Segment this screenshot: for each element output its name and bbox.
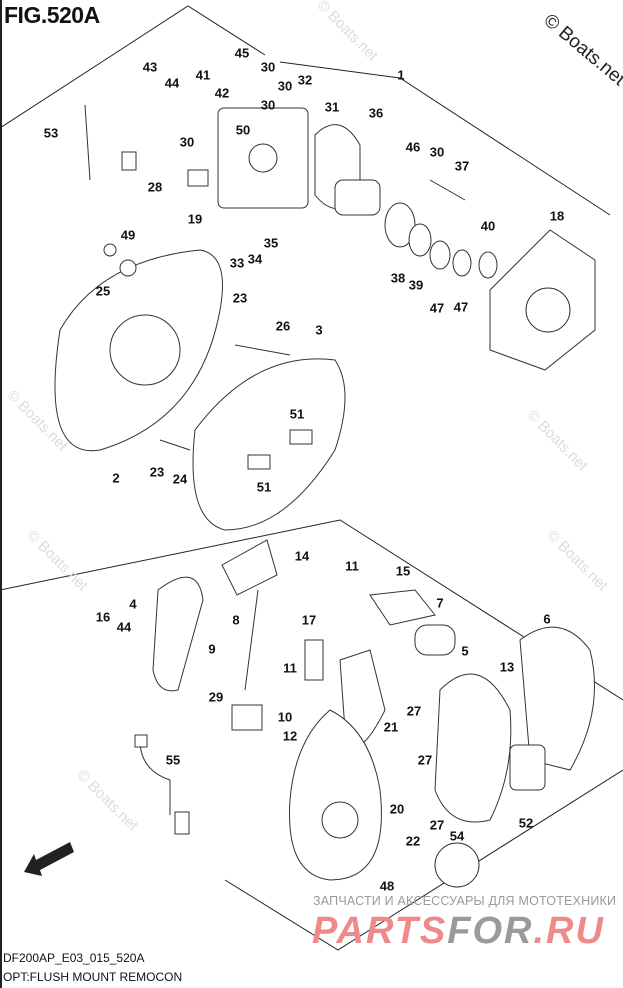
figure-subtitle: OPT:FLUSH MOUNT REMOCON — [3, 970, 183, 984]
frame-lines — [0, 5, 623, 951]
model-code: DF200AP_E03_015_520A — [3, 951, 145, 965]
callout-30: 30 — [179, 134, 195, 150]
callout-40: 40 — [480, 218, 496, 234]
callout-27: 27 — [429, 817, 445, 833]
callout-25: 25 — [95, 283, 111, 299]
callout-30: 30 — [260, 97, 276, 113]
callout-30: 30 — [260, 59, 276, 75]
callout-26: 26 — [275, 318, 291, 334]
callout-47: 47 — [453, 299, 469, 315]
callout-55: 55 — [165, 752, 181, 768]
callout-50: 50 — [235, 122, 251, 138]
callout-27: 27 — [417, 752, 433, 768]
callout-30: 30 — [429, 144, 445, 160]
callout-29: 29 — [208, 689, 224, 705]
callout-46: 46 — [405, 139, 421, 155]
callout-17: 17 — [301, 612, 317, 628]
callout-22: 22 — [405, 833, 421, 849]
callout-49: 49 — [120, 227, 136, 243]
callout-12: 12 — [282, 728, 298, 744]
brand-mid: FOR — [447, 910, 534, 952]
callout-47: 47 — [429, 300, 445, 316]
figure-title: FIG.520A — [4, 2, 100, 28]
callout-52: 52 — [518, 815, 534, 831]
callout-32: 32 — [297, 72, 313, 88]
fwd-arrow: FWD — [22, 838, 76, 876]
callout-27: 27 — [406, 703, 422, 719]
callout-34: 34 — [247, 251, 263, 267]
callout-39: 39 — [408, 277, 424, 293]
callout-14: 14 — [294, 548, 310, 564]
callout-1: 1 — [397, 67, 405, 83]
callout-23: 23 — [232, 290, 248, 306]
callout-19: 19 — [187, 211, 203, 227]
ad-brand-logo: PARTSFOR.RU — [312, 910, 605, 953]
callout-20: 20 — [389, 801, 405, 817]
callout-23: 23 — [149, 464, 165, 480]
callout-37: 37 — [454, 158, 470, 174]
callout-5: 5 — [461, 643, 469, 659]
callout-44: 44 — [116, 619, 132, 635]
fwd-arrow-icon — [24, 842, 74, 876]
brand-right: .RU — [533, 910, 605, 952]
callout-16: 16 — [95, 609, 111, 625]
callout-51: 51 — [289, 406, 305, 422]
callout-38: 38 — [390, 270, 406, 286]
callout-43: 43 — [142, 59, 158, 75]
callout-36: 36 — [368, 105, 384, 121]
callout-54: 54 — [449, 828, 465, 844]
callout-33: 33 — [229, 255, 245, 271]
callout-51: 51 — [256, 479, 272, 495]
callout-35: 35 — [263, 235, 279, 251]
callout-45: 45 — [234, 45, 250, 61]
callout-11: 11 — [345, 558, 359, 574]
callout-15: 15 — [395, 563, 411, 579]
callout-24: 24 — [172, 471, 188, 487]
callout-2: 2 — [112, 470, 120, 486]
top-assembly-parts — [54, 104, 596, 531]
callout-11: 11 — [283, 660, 297, 676]
callout-8: 8 — [232, 612, 240, 628]
callout-21: 21 — [383, 719, 399, 735]
callout-48: 48 — [379, 878, 395, 894]
callout-6: 6 — [543, 611, 551, 627]
brand-left: PARTS — [312, 910, 448, 952]
callout-10: 10 — [277, 709, 293, 725]
callout-30: 30 — [277, 78, 293, 94]
callout-42: 42 — [214, 85, 230, 101]
callout-3: 3 — [315, 322, 323, 338]
callout-13: 13 — [499, 659, 515, 675]
callout-28: 28 — [147, 179, 163, 195]
callout-4: 4 — [129, 596, 137, 612]
callout-41: 41 — [195, 67, 211, 83]
callout-53: 53 — [43, 125, 59, 141]
callout-31: 31 — [324, 99, 340, 115]
callout-18: 18 — [549, 208, 565, 224]
bottom-assembly-parts — [134, 539, 595, 888]
callout-9: 9 — [208, 641, 216, 657]
callout-44: 44 — [164, 75, 180, 91]
ad-tagline: ЗАПЧАСТИ И АКСЕССУАРЫ ДЛЯ МОТОТЕХНИКИ — [313, 894, 617, 908]
callout-7: 7 — [436, 595, 444, 611]
